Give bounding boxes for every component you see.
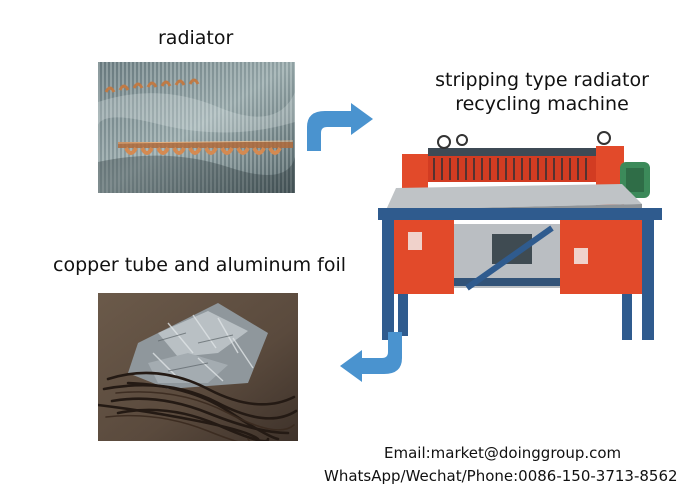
curved-arrow-left-icon: [340, 330, 406, 384]
radiator-photo: [98, 62, 295, 193]
radiator-label: radiator: [158, 27, 234, 49]
machine-label-line-1: stripping type radiator: [435, 69, 649, 91]
contact-phone: WhatsApp/Wechat/Phone:0086-150-3713-8562: [324, 467, 678, 485]
copper-aluminum-scrap-photo: [98, 293, 298, 441]
curved-arrow-right-icon: [303, 103, 375, 153]
machine-label: stripping type radiator recycling machin…: [432, 68, 652, 116]
radiator-recycling-machine-photo: [372, 128, 672, 350]
contact-email: Email:market@doinggroup.com: [384, 444, 622, 462]
machine-label-line-2: recycling machine: [455, 93, 629, 115]
copper-aluminum-label: copper tube and aluminum foil: [53, 254, 347, 276]
